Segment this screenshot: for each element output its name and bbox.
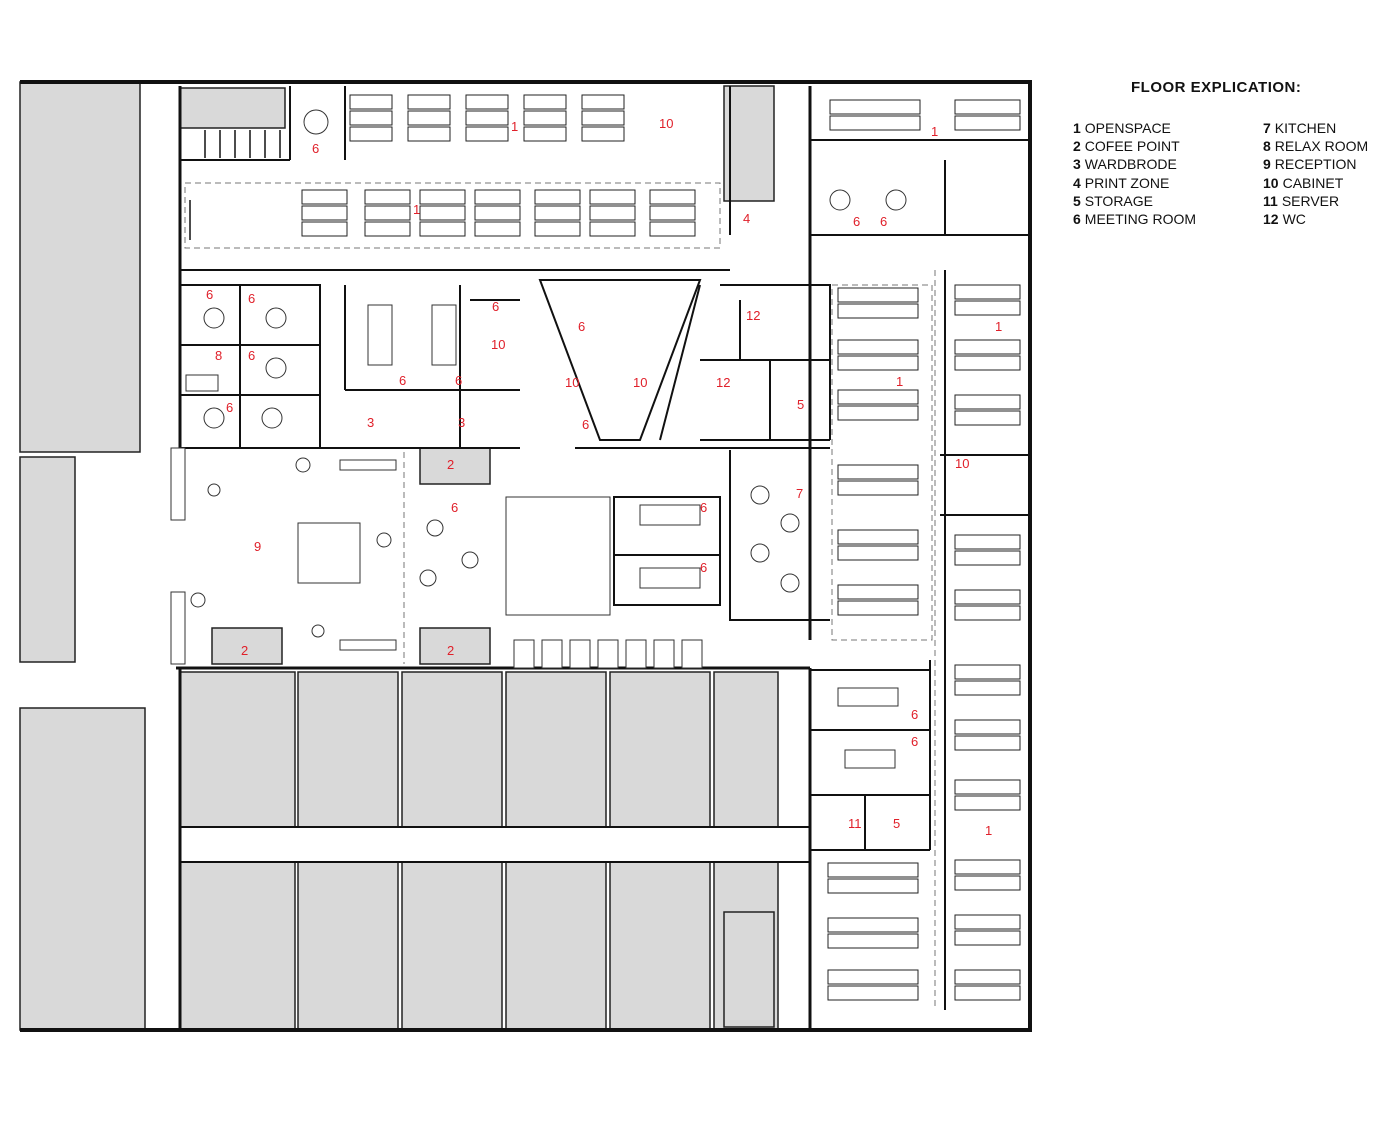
exterior-walls [20,80,1032,1032]
room-tag-meeting-room: 6 [578,319,585,334]
room-tag-meeting-room: 6 [911,707,918,722]
room-tag-meeting-room: 6 [853,214,860,229]
room-tag-coffee-point: 2 [447,457,454,472]
room-tag-wc: 12 [716,375,730,390]
room-tag-storage: 5 [893,816,900,831]
room-tag-coffee-point: 2 [447,643,454,658]
interior-walls [180,86,1030,1010]
room-tag-meeting-room: 6 [911,734,918,749]
room-tag-meeting-room: 6 [492,299,499,314]
room-tag-meeting-room: 6 [700,560,707,575]
room-tags: 1 1 1 1 1 1 2 2 2 3 3 4 5 5 6 6 6 6 6 6 … [206,116,1002,838]
room-tag-meeting-room: 6 [399,373,406,388]
room-tag-meeting-room: 6 [700,500,707,515]
room-tag-meeting-room: 6 [226,400,233,415]
room-tag-openspace: 1 [931,124,938,139]
room-tag-openspace: 1 [995,319,1002,334]
neighbor-zones [19,81,779,1031]
room-tag-meeting-room: 6 [880,214,887,229]
room-tag-openspace: 1 [985,823,992,838]
room-tag-server: 11 [848,816,862,831]
room-tag-cabinet: 10 [633,375,647,390]
room-tag-openspace: 1 [896,374,903,389]
room-tag-openspace: 1 [413,202,420,217]
room-tag-meeting-room: 6 [582,417,589,432]
room-tag-meeting-room: 6 [451,500,458,515]
room-tag-wardrobe: 3 [367,415,374,430]
room-tag-meeting-room: 6 [248,348,255,363]
room-tag-meeting-room: 6 [248,291,255,306]
room-tag-openspace: 1 [511,119,518,134]
room-tag-relax-room: 8 [215,348,222,363]
room-tag-cabinet: 10 [491,337,505,352]
room-tag-storage: 5 [797,397,804,412]
furniture [170,109,907,769]
room-tag-print-zone: 4 [743,211,750,226]
room-tag-wardrobe: 3 [458,415,465,430]
room-tag-meeting-room: 6 [206,287,213,302]
room-tag-meeting-room: 6 [455,373,462,388]
zone-outlines [184,182,936,1010]
room-tag-kitchen: 7 [796,486,803,501]
room-tag-cabinet: 10 [955,456,969,471]
room-tag-meeting-room: 6 [312,141,319,156]
room-tag-coffee-point: 2 [241,643,248,658]
room-tag-cabinet: 10 [565,375,579,390]
workstations [301,94,1021,1001]
legend-title: FLOOR EXPLICATION: [1131,79,1302,96]
room-tag-wc: 12 [746,308,760,323]
room-tag-reception: 9 [254,539,261,554]
room-tag-cabinet: 10 [659,116,673,131]
